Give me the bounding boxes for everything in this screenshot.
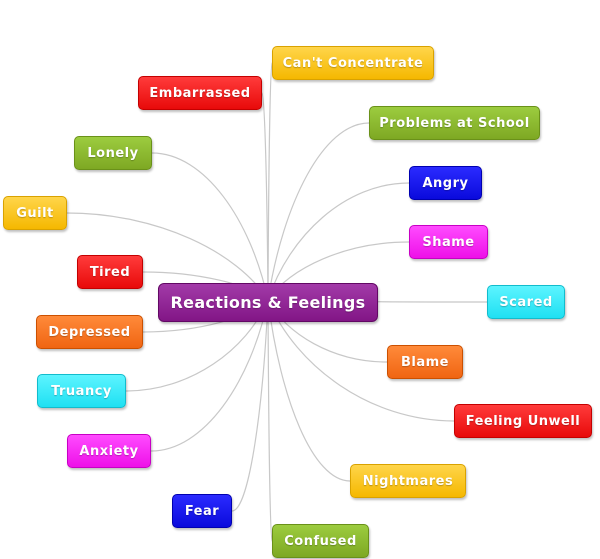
connector-fear bbox=[231, 299, 269, 512]
connector-angry bbox=[267, 182, 410, 301]
topic-node-cant-concentrate[interactable]: Can't Concentrate bbox=[272, 46, 434, 80]
connector-guilt bbox=[66, 212, 269, 301]
topic-node-depressed[interactable]: Depressed bbox=[36, 315, 143, 349]
topic-node-truancy[interactable]: Truancy bbox=[37, 374, 126, 408]
topic-node-anxiety[interactable]: Anxiety bbox=[67, 434, 151, 468]
topic-node-fear[interactable]: Fear bbox=[172, 494, 232, 528]
connector-embarrassed bbox=[261, 92, 269, 301]
topic-node-nightmares[interactable]: Nightmares bbox=[350, 464, 466, 498]
topic-node-lonely[interactable]: Lonely bbox=[74, 136, 152, 170]
connector-confused bbox=[267, 299, 273, 542]
topic-node-guilt[interactable]: Guilt bbox=[3, 196, 67, 230]
connector-cant bbox=[267, 62, 273, 301]
topic-node-shame[interactable]: Shame bbox=[409, 225, 488, 259]
connector-feelingunwell bbox=[267, 299, 455, 422]
topic-node-embarrassed[interactable]: Embarrassed bbox=[138, 76, 262, 110]
topic-node-confused[interactable]: Confused bbox=[272, 524, 369, 558]
topic-node-tired[interactable]: Tired bbox=[77, 255, 143, 289]
connector-lonely bbox=[151, 152, 269, 301]
topic-node-scared[interactable]: Scared bbox=[487, 285, 565, 319]
topic-node-angry[interactable]: Angry bbox=[409, 166, 482, 200]
connector-anxiety bbox=[150, 299, 269, 452]
topic-node-feeling-unwell[interactable]: Feeling Unwell bbox=[454, 404, 592, 438]
topic-node-blame[interactable]: Blame bbox=[387, 345, 463, 379]
connector-nightmares bbox=[267, 299, 351, 482]
topic-node-problems-at-school[interactable]: Problems at School bbox=[369, 106, 540, 140]
central-topic-node[interactable]: Reactions & Feelings bbox=[158, 283, 378, 322]
connector-problems bbox=[267, 122, 370, 301]
